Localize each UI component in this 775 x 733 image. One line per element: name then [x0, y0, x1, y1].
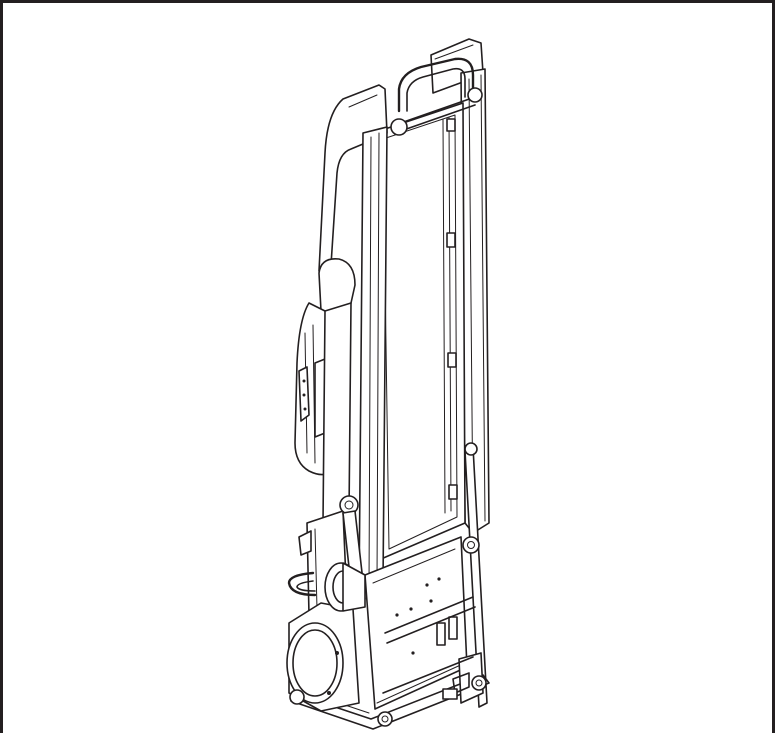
right-strut	[462, 442, 488, 708]
right-upright-rail	[430, 38, 490, 534]
motor-housing	[364, 536, 476, 710]
upper-crossbar	[390, 87, 483, 136]
carry-handle	[397, 57, 475, 113]
motor-pulley	[324, 562, 366, 612]
folded-treadmill-illustration	[286, 38, 490, 730]
left-upright-rail	[318, 84, 388, 596]
side-handle-loop	[287, 530, 317, 597]
wheels	[289, 675, 487, 727]
front-roller-housing	[286, 602, 360, 712]
